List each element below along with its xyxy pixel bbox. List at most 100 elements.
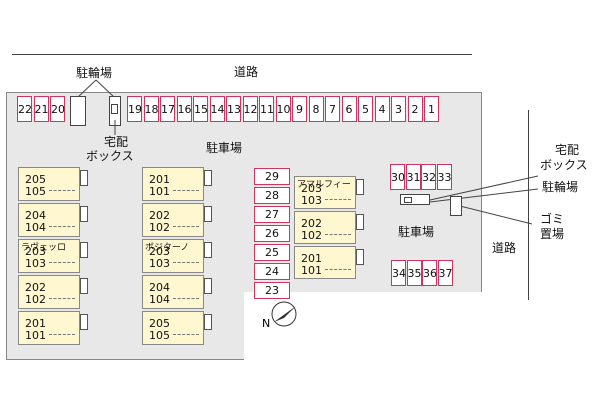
parking-space-15: 15 xyxy=(193,96,208,122)
parking-center-label: 駐車場 xyxy=(206,141,243,155)
compass-north-label: N xyxy=(262,317,270,330)
parking-space-8: 8 xyxy=(308,96,324,122)
room-number: 105 xyxy=(149,329,170,342)
parking-space-4: 4 xyxy=(374,96,390,122)
room-number: 205 xyxy=(25,173,46,186)
parking-space-37: 37 xyxy=(437,260,453,286)
unit-divider xyxy=(49,298,75,299)
garbage-label-1: ゴミ xyxy=(540,212,565,226)
delivery-box-left-label-1: 宅配 xyxy=(104,135,129,149)
building-name: ラヴェッロ xyxy=(21,243,67,253)
parking-space-19: 19 xyxy=(127,96,142,122)
parking-space-24: 24 xyxy=(254,263,290,280)
parking-space-17: 17 xyxy=(160,96,175,122)
door-icon xyxy=(204,206,212,222)
bike-parking-top-label: 駐輪場 xyxy=(76,66,113,80)
parking-space-2: 2 xyxy=(407,96,423,122)
room-number: 203 xyxy=(149,245,170,258)
room-number: 102 xyxy=(25,293,46,306)
delivery-box-right-label-1: 宅配 xyxy=(555,143,580,157)
room-number: 201 xyxy=(149,173,170,186)
unit-divider xyxy=(49,226,75,227)
parking-space-35: 35 xyxy=(406,260,422,286)
room-number: 201 xyxy=(301,251,322,265)
parking-space-29: 29 xyxy=(254,168,290,185)
building-name: ボジターノ xyxy=(145,243,190,253)
road-right-line xyxy=(528,110,529,300)
parking-space-30: 30 xyxy=(390,164,405,190)
room-number: 103 xyxy=(301,193,322,207)
parking-space-5: 5 xyxy=(358,96,373,122)
room-number: 203 xyxy=(301,181,322,195)
room-number: 104 xyxy=(25,221,46,234)
room-number: 203 xyxy=(25,245,46,258)
parking-space-9: 9 xyxy=(292,96,307,122)
unit-divider xyxy=(173,298,199,299)
delivery-box-left-inner xyxy=(111,104,118,114)
unit-divider xyxy=(173,226,199,227)
parking-space-14: 14 xyxy=(209,96,225,122)
garbage-leader xyxy=(459,205,533,225)
parking-space-36: 36 xyxy=(422,260,437,286)
compass-icon: N xyxy=(262,301,297,330)
unit-divider xyxy=(325,268,351,270)
parking-space-22: 22 xyxy=(17,96,32,122)
room-number: 101 xyxy=(25,329,46,342)
unit-divider xyxy=(173,334,199,335)
delivery-box-left-label-2: ボックス xyxy=(86,149,134,163)
parking-space-23: 23 xyxy=(254,282,290,299)
garbage-box xyxy=(450,196,462,216)
room-number: 202 xyxy=(301,216,322,230)
room-number: 101 xyxy=(149,185,170,198)
room-number: 201 xyxy=(25,317,46,330)
unit-divider xyxy=(49,190,75,191)
parking-space-33: 33 xyxy=(436,164,452,190)
door-icon xyxy=(80,170,88,186)
room-number: 101 xyxy=(301,263,322,277)
door-icon xyxy=(204,242,212,258)
room-number: 104 xyxy=(149,293,170,306)
unit-divider xyxy=(49,262,75,263)
parking-space-21: 21 xyxy=(33,96,49,122)
door-icon xyxy=(204,314,212,330)
parking-space-10: 10 xyxy=(275,96,291,122)
bike-parking-right-label: 駐輪場 xyxy=(542,180,579,194)
door-icon xyxy=(80,242,88,258)
room-number: 102 xyxy=(149,221,170,234)
door-icon xyxy=(80,314,88,330)
door-icon xyxy=(356,214,364,230)
parking-space-31: 31 xyxy=(405,164,421,190)
door-icon xyxy=(80,206,88,222)
parking-space-28: 28 xyxy=(254,187,290,204)
room-number: 202 xyxy=(25,281,46,294)
parking-space-13: 13 xyxy=(226,96,241,122)
unit-divider xyxy=(49,334,75,335)
parking-space-34: 34 xyxy=(391,260,406,286)
room-number: 204 xyxy=(149,281,170,294)
room-number: 204 xyxy=(25,209,46,222)
parking-space-18: 18 xyxy=(143,96,159,122)
door-icon xyxy=(80,278,88,294)
parking-space-25: 25 xyxy=(254,244,290,261)
garbage-label-2: 置場 xyxy=(540,227,565,241)
bike-leader-right xyxy=(95,79,115,98)
bike-right-leader xyxy=(429,188,539,203)
parking-space-11: 11 xyxy=(259,96,274,122)
parking-space-12: 12 xyxy=(242,96,258,122)
parking-space-32: 32 xyxy=(421,164,436,190)
room-number: 103 xyxy=(149,257,170,270)
unit-divider xyxy=(325,198,351,200)
road-top-label: 道路 xyxy=(234,65,259,79)
